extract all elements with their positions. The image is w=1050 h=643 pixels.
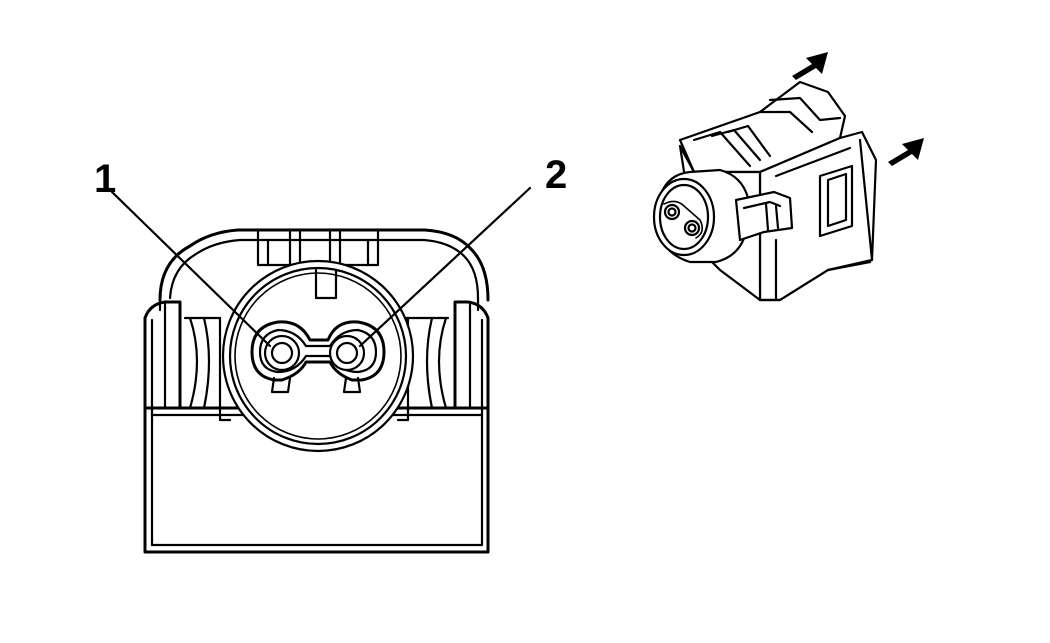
connector-isometric-view [652,80,878,302]
leader-line-pin-2 [358,186,532,348]
pin-label-2: 2 [545,153,567,197]
leader-lines [110,186,532,348]
pin-label-1: 1 [94,157,116,201]
release-direction-arrow-icon [792,52,924,166]
leader-line-pin-1 [110,190,272,348]
connector-front-view [143,228,490,554]
